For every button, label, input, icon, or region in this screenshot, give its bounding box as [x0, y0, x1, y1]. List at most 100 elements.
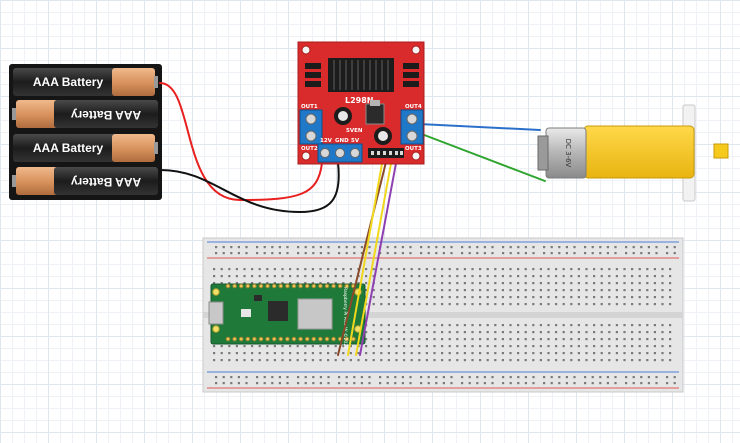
breadboard-hole — [547, 338, 550, 341]
motor-label: DC 3-6V — [564, 139, 572, 168]
breadboard-hole — [327, 359, 330, 362]
breadboard-hole — [222, 246, 225, 249]
breadboard-hole — [442, 252, 445, 255]
breadboard-hole — [646, 268, 649, 271]
breadboard-hole — [593, 352, 596, 355]
breadboard-hole — [448, 268, 451, 271]
breadboard-hole — [342, 352, 345, 355]
breadboard-hole — [387, 282, 390, 285]
breadboard-hole — [591, 246, 594, 249]
breadboard-hole — [532, 289, 535, 292]
breadboard-hole — [532, 324, 535, 327]
breadboard-hole — [471, 352, 474, 355]
breadboard-hole — [433, 338, 436, 341]
breadboard-hole — [435, 376, 438, 379]
breadboard-hole — [380, 296, 383, 299]
breadboard-hole — [258, 282, 261, 285]
breadboard-hole — [403, 338, 406, 341]
breadboard-hole — [562, 268, 565, 271]
pico-pin — [324, 283, 330, 289]
breadboard-hole — [278, 382, 281, 385]
breadboard-hole — [387, 268, 390, 271]
breadboard-hole — [550, 376, 553, 379]
breadboard-hole — [345, 382, 348, 385]
breadboard-hole — [273, 352, 276, 355]
breadboard-hole — [517, 252, 520, 255]
breadboard-hole — [625, 252, 628, 255]
breadboard-hole — [230, 376, 233, 379]
header-block — [305, 81, 321, 87]
pico-pin — [238, 283, 244, 289]
breadboard-hole — [304, 275, 307, 278]
signal-wire-yellow — [355, 157, 393, 356]
breadboard-hole — [543, 246, 546, 249]
breadboard-hole — [638, 282, 641, 285]
breadboard-hole — [410, 331, 413, 334]
breadboard-hole — [289, 275, 292, 278]
breadboard-hole — [547, 289, 550, 292]
breadboard-hole — [623, 359, 626, 362]
motor-wire-blue — [418, 123, 541, 131]
breadboard-hole — [433, 282, 436, 285]
breadboard-hole — [509, 359, 512, 362]
breadboard-hole — [297, 246, 300, 249]
breadboard-hole — [638, 352, 641, 355]
breadboard-hole — [263, 252, 266, 255]
breadboard-hole — [555, 338, 558, 341]
breadboard-hole — [319, 252, 322, 255]
breadboard-hole — [387, 303, 390, 306]
breadboard-hole — [524, 282, 527, 285]
breadboard-hole — [409, 382, 412, 385]
breadboard-hole — [395, 345, 398, 348]
breadboard-hole — [494, 352, 497, 355]
breadboard-hole — [517, 324, 520, 327]
breadboard-hole — [547, 359, 550, 362]
breadboard-hole — [483, 246, 486, 249]
breadboard-hole — [600, 352, 603, 355]
breadboard-hole — [539, 359, 542, 362]
breadboard-hole — [463, 296, 466, 299]
breadboard-hole — [585, 352, 588, 355]
breadboard-hole — [501, 275, 504, 278]
breadboard-hole — [372, 296, 375, 299]
breadboard-hole — [491, 376, 494, 379]
breadboard-hole — [584, 252, 587, 255]
breadboard-hole — [615, 345, 618, 348]
breadboard-hole — [608, 268, 611, 271]
breadboard-hole — [410, 359, 413, 362]
breadboard-hole — [562, 296, 565, 299]
breadboard-hole — [547, 282, 550, 285]
breadboard-hole — [342, 268, 345, 271]
breadboard-hole — [509, 303, 512, 306]
breadboard-hole — [418, 282, 421, 285]
breadboard-hole — [258, 359, 261, 362]
breadboard-hole — [524, 268, 527, 271]
breadboard-hole — [386, 246, 389, 249]
breadboard-hole — [387, 331, 390, 334]
breadboard-hole — [327, 376, 330, 379]
breadboard-hole — [304, 376, 307, 379]
breadboard-hole — [653, 345, 656, 348]
breadboard-hole — [669, 268, 672, 271]
breadboard-hole — [646, 331, 649, 334]
pico-rp2040-chip — [268, 301, 288, 321]
breadboard-hole — [591, 252, 594, 255]
breadboard-hole — [433, 296, 436, 299]
breadboard-hole — [479, 324, 482, 327]
breadboard-hole — [608, 352, 611, 355]
breadboard-hole — [304, 345, 307, 348]
signal-wire-purple — [359, 157, 398, 356]
breadboard-hole — [403, 296, 406, 299]
breadboard-hole — [410, 275, 413, 278]
breadboard-hole — [395, 268, 398, 271]
breadboard-hole — [319, 268, 322, 271]
breadboard-hole — [532, 246, 535, 249]
breadboard-hole — [304, 382, 307, 385]
pico-pin — [238, 336, 244, 342]
breadboard-hole — [486, 268, 489, 271]
breadboard-hole — [278, 246, 281, 249]
breadboard-hole — [555, 303, 558, 306]
breadboard-hole — [501, 282, 504, 285]
breadboard-hole — [327, 268, 330, 271]
breadboard-hole — [433, 345, 436, 348]
